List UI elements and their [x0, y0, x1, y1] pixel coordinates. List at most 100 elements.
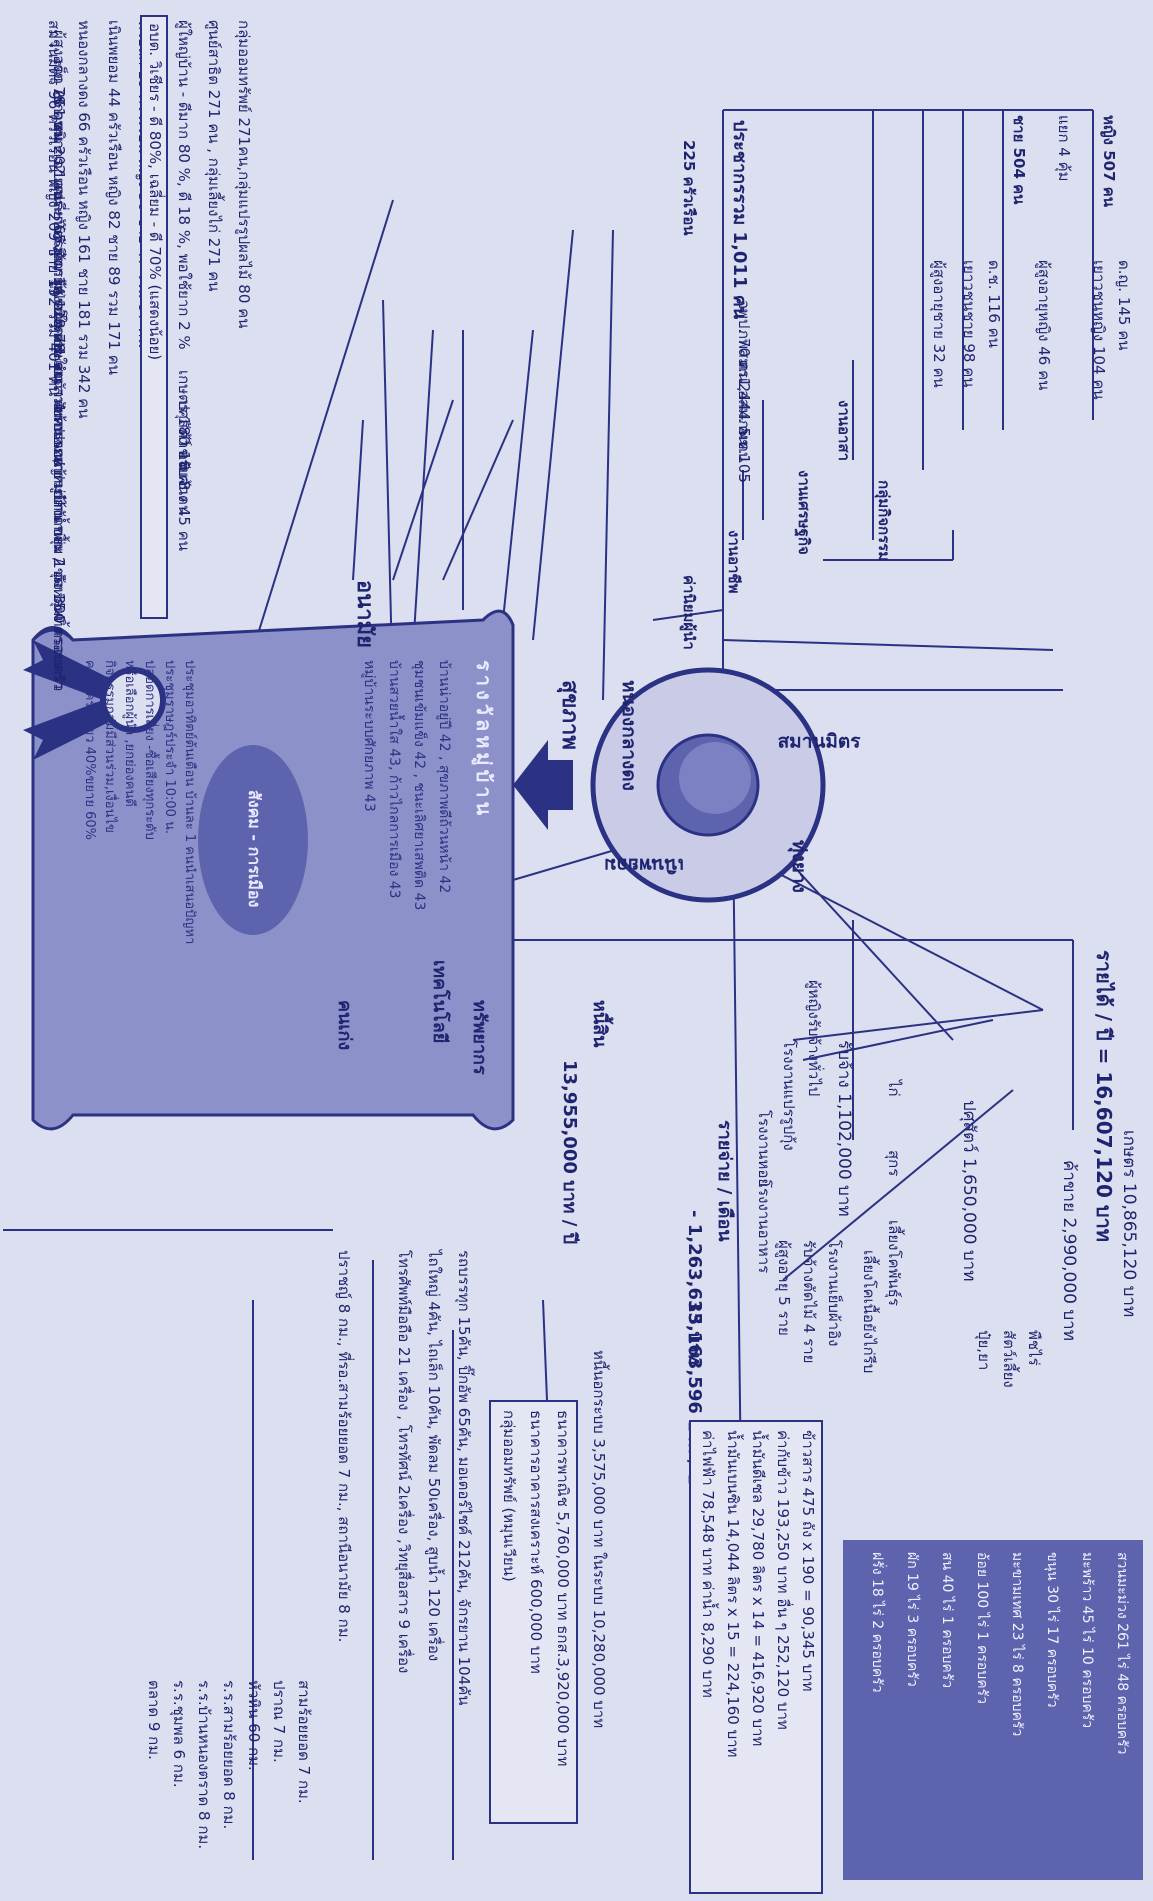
neighborhood-row: หนองกลางดง 66 ครัวเรือน หญิง 161 ชาย 181… — [75, 20, 93, 419]
tech-row: รถบรรทุก 15คัน, ปิ๊กอัพ 65คัน, มอเตอร์ไซ… — [455, 1250, 473, 1706]
debt-row: ธนาคารพาณิช 5,760,000 บาท ธกส.3,920,000 … — [554, 1410, 572, 1767]
distance-item: หัวหิน 60 กม. — [245, 1680, 263, 1771]
award-title: รางวัลหมู่บ้าน — [472, 660, 496, 820]
debt-row: หนี้นอกระบบ 3,575,000 บาท ในระบบ 10,280,… — [590, 1350, 608, 1729]
economy-item: ศูนย์สาธิต 271 คน , กลุ่มเลี้ยงไก่ 271 ค… — [205, 20, 223, 292]
people-title: คนเก่ง — [334, 1000, 355, 1051]
legend-row: สน 40 ไร่ 1 ครอบครัว — [939, 1552, 955, 1689]
award-line: หมู่บ้านระบบศักยภาพ 43 — [361, 660, 377, 812]
female-item: ด.ญ. 145 คน — [1115, 260, 1133, 351]
volunteer-title: งานอาสา — [835, 400, 853, 462]
volunteer-item: ตร.2 — [735, 360, 753, 393]
values-line: ผู้ใหญ่บ้าน - ดีมาก 80 %, ดี 18 %, พอใช้… — [175, 20, 193, 350]
income-labor: รับจ้าง 1,102,000 บาท — [834, 1040, 854, 1217]
legend-panel: สวนมะม่วง 261 ไร่ 48 ครอบครัว มะพร้าว 45… — [843, 1540, 1143, 1880]
expense-row: ค่ากับข้าว 193,250 บาท อื่น ๆ 252,120 บา… — [774, 1430, 792, 1730]
tech-title: เทคโนโลยี — [429, 960, 450, 1044]
hub-label-top: สมานมิตร — [777, 730, 861, 753]
female-item: เยาวชนหญิง 104 คน — [1090, 260, 1108, 400]
volunteer-item: กนข.105 — [735, 420, 753, 483]
economy-title: งานเศรษฐกิจ — [795, 470, 813, 555]
agri-item: พืชไร่ — [1025, 1330, 1043, 1366]
distance-item: ตลาด 9 กม. — [145, 1680, 163, 1760]
award-line2: หรือเลือกผู้นำ ,ยกย่องคนดี — [122, 660, 137, 807]
expense-title: รายจ่าย / เดือน — [714, 1120, 735, 1242]
debt-title: หนี้สิน — [589, 1000, 610, 1048]
labor-item: โรงงานเย็บผ้าอิง — [825, 1240, 843, 1347]
labor-item: โรงงานอาหาร — [755, 1180, 773, 1274]
award-oval-label: สังคม - การเมือง — [245, 790, 264, 908]
legend-row: ผัก 19 ไร่ 3 ครอบครัว — [904, 1552, 920, 1687]
neighborhood-row: เนินพยอม 44 ครัวเรือน หญิง 82 ชาย 89 รวม… — [105, 20, 123, 376]
distance-item: สามร้อยยอด 7 กม. — [295, 1680, 313, 1804]
labor-item: ผู้หญิงรับจ้างทั่วไป — [805, 980, 823, 1097]
career-title: งานอาชีพ — [725, 530, 743, 594]
debt-row: กลุ่มออมทรัพย์ (หมุนเวียน) — [500, 1410, 518, 1582]
award-line: บ้านสวยน้ำใส 43, ก้าวไกลการเมือง 43 — [386, 660, 402, 899]
distance-item: ร.ร.บ้านหนองตราด 8 กม. — [195, 1680, 213, 1850]
award-line: บ้านน่าอยู่ปี 42 , สุขภาพดีถ้วนหน้า 42 — [436, 660, 452, 894]
livestock-item: สุกร — [885, 1150, 903, 1177]
agri-item: สัตว์เลี้ยง — [1000, 1330, 1018, 1388]
award-line2: ปลอดการเสี่ยง -ซื้อเสียงทุกระดับ — [142, 660, 157, 840]
expense-row: ค่าไฟฟ้า 78,548 บาท ค่าน้ำ 8,290 บาท — [699, 1430, 717, 1698]
labor-item: โรงงานแปรรูปกุ้ง — [780, 1040, 798, 1151]
population-female: หญิง 507 คน — [1100, 115, 1118, 208]
legend-row: สวนมะม่วง 261 ไร่ 48 ครอบครัว — [1114, 1552, 1130, 1755]
debt-row: ธนาคารอาคารสงเคราะห์ 600,000 บาท — [527, 1410, 545, 1674]
male-item: ผู้สูงอายุชาย 32 คน — [930, 260, 948, 388]
tech-row: โทรศัพท์มือถือ 21 เครื่อง , โทรทัศน์ 2เค… — [395, 1250, 413, 1674]
resources-title: ทรัพยากร — [469, 1000, 490, 1075]
award-line2: ประชุมอาทิตย์ต้นเดือน บ้านละ 1 คนนำเสนอป… — [182, 660, 197, 945]
hub-label-left: หนองกลางดง — [618, 680, 640, 791]
households: 225 ครัวเรือน — [680, 140, 698, 236]
tech-row: ไถใหญ่ 4คัน, ไถเล็ก 10คัน, พัดลม 50เครื่… — [425, 1250, 443, 1662]
distance-item: ร.ร.ชุมพล 6 กม. — [170, 1680, 188, 1788]
award-line2: ครอบครัวเดี่ยว 40%ขยาย 60% — [82, 660, 97, 840]
female-item: ผู้สูงอายุหญิง 46 คน — [1035, 260, 1053, 391]
male-item: เยาวชนชาย 98 คน — [960, 260, 978, 388]
values-box: อบต. วิเชียร - ดี 80%, เฉลี่ยม - ดี 70% … — [140, 15, 168, 619]
legend-row: มะขามเทศ 23 ไร่ 8 ครอบครัว — [1009, 1552, 1025, 1737]
award-line2: กิจกรรมกลุ่มมีส่วนร่วม,เงื่อนไข — [102, 660, 117, 833]
livestock-item: เลี้ยงโคพันธุ์ร — [885, 1220, 903, 1306]
health-item: กำจัดขยะ / ขุดหลุมทิ้ง — [50, 490, 68, 634]
career-item: รับจ้าง 45 คน — [175, 460, 193, 552]
labor-item: ผู้สูงอายุ 5 ราย — [775, 1240, 793, 1336]
activities-title: กลุ่มกิจกรรม — [875, 480, 893, 562]
economy-item: กลุ่มออมทรัพย์ 271คน,กลุ่มแปรรูปผลไม้ 80… — [235, 20, 253, 329]
values-line: อบต. วิเชียร - ดี 80%, เฉลี่ยม - ดี 70% … — [146, 23, 164, 361]
income-trade: ค้าขาย 2,990,000 บาท — [1059, 1160, 1079, 1341]
expense-row: น้ำมันเบนซิน 14,044 ลิตร x 15 = 224,160 … — [724, 1430, 742, 1758]
labor-item: รับจ้างตัดไม้ 4 ราย — [800, 1240, 818, 1364]
livestock-item: ไก่ — [885, 1080, 903, 1097]
hub-label-right: ทุ่งยาง — [788, 840, 810, 893]
population-total: ประชากรรวม 1,011 คน — [729, 120, 750, 320]
legend-row: อ้อย 100 ไร่ 1 ครอบครัว — [974, 1552, 990, 1704]
award-line: ชุมชนเข้มแข็ง 42 , ชนะเลิศยาเสพติด 43 — [411, 660, 427, 911]
health-title: สุขภาพ — [557, 680, 582, 750]
female-groups: แยก 4 คุ้ม — [1055, 115, 1073, 182]
distance-item: ร.ร.สามร้อยยอด 8 กม. — [220, 1680, 238, 1830]
expense-row: น้ำมันดีเซล 29,780 ลิตร x 14 = 416,920 บ… — [749, 1430, 767, 1747]
debt-box: ธนาคารพาณิช 5,760,000 บาท ธกส.3,920,000 … — [489, 1400, 578, 1824]
population-male: ชาย 504 คน — [1010, 115, 1028, 205]
legend-row: ฝรั่ง 18 ไร่ 2 ครอบครัว — [869, 1552, 885, 1693]
hub-label-bottom: เนินพยอม — [603, 854, 685, 877]
livestock-extra: เลี้ยงโคเนื้อยังไก่รีบ — [860, 1250, 878, 1374]
distance-item: ปราณ 7 กม. — [270, 1680, 288, 1763]
income-agri: เกษตร 10,865,120 บาท — [1119, 1130, 1139, 1318]
agri-item: ปุ๋ย,ยา — [975, 1330, 993, 1371]
debt-value: 13,955,000 บาท / ปี — [559, 1060, 580, 1245]
legend-row: ขนุน 30 ไร่ 17 ครอบครัว — [1044, 1552, 1060, 1708]
values-title: ค่านิยมผู้นำ — [680, 575, 698, 650]
expense-row: ข้าวสาร 475 ถัง x 190 = 90,345 บาท — [799, 1430, 817, 1692]
legend-row: มะพร้าว 45 ไร่ 10 ครอบครัว — [1079, 1552, 1095, 1729]
income-livestock: ปศุสัตว์ 1,650,000 บาท — [959, 1100, 979, 1282]
male-item: ด.ช. 116 คน — [985, 260, 1003, 348]
award-line2: ประชุมราษฎร์ประจำ 10:00 น. — [162, 660, 177, 835]
labor-item: โรงงานหอย — [755, 1110, 773, 1188]
